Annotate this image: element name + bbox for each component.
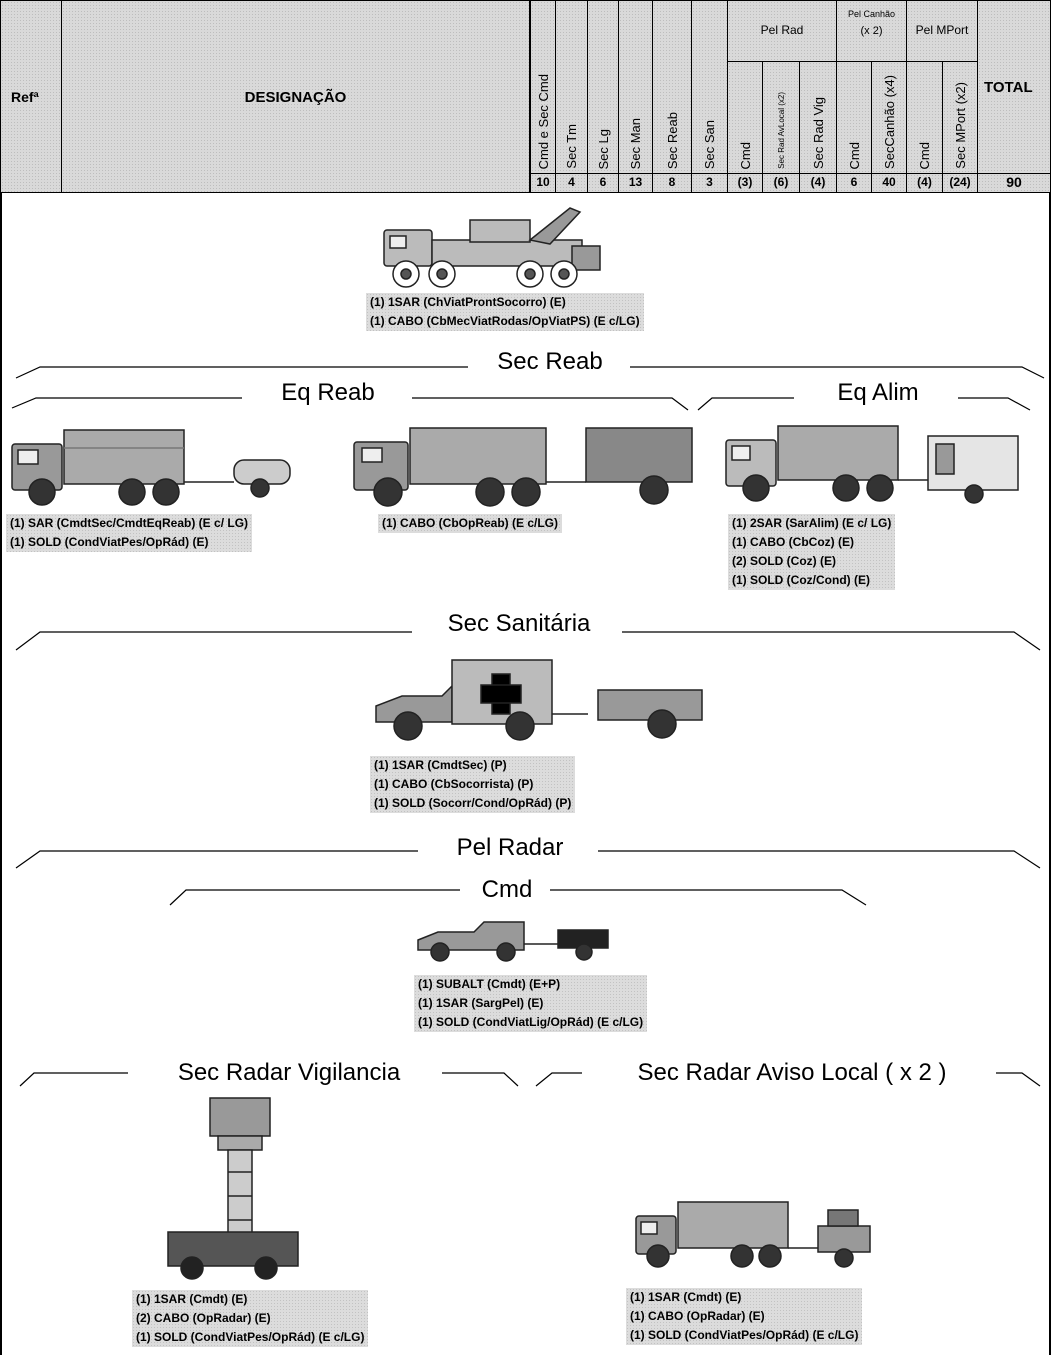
personnel-line: (1) CABO (CbMecViatRodas/OpViatPS) (E c/…: [370, 314, 640, 328]
sec-sanitaria-title: Sec Sanitária: [416, 610, 622, 638]
kitchen-truck-with-trailer-icon: [725, 425, 1019, 504]
column-count: (6): [762, 173, 800, 193]
eq-alim-personnel: (1) 2SAR (SarAlim) (E c/ LG) (1) CABO (C…: [728, 514, 896, 590]
column-count: 3: [691, 173, 728, 193]
personnel-line: (1) 1SAR (CmdtSec) (P): [374, 758, 507, 772]
ambulance-with-trailer-icon: [375, 659, 703, 741]
column-header: Sec MPort (x2): [942, 61, 978, 174]
column-header: Sec Man: [618, 0, 653, 174]
column-header: Cmd e Sec Cmd: [530, 0, 556, 174]
sec-sanitaria-personnel: (1) 1SAR (CmdtSec) (P) (1) CABO (CbSocor…: [370, 756, 576, 813]
group-pel-canhao-label: Pel Canhão: [847, 9, 896, 19]
sec-reab-title: Sec Reab: [472, 348, 628, 376]
personnel-line: (1) CABO (CbSocorrista) (P): [374, 777, 534, 791]
local-warning-radar-truck-icon: [635, 1201, 871, 1268]
column-count: 4: [555, 173, 588, 193]
ref-label: Refª: [11, 89, 39, 105]
total-value: 90: [977, 173, 1051, 193]
personnel-line: (2) CABO (OpRadar) (E): [136, 1311, 271, 1325]
personnel-line: (1) SOLD (CondViatPes/OpRád) (E): [10, 535, 209, 549]
total-label: TOTAL: [984, 79, 1033, 96]
column-count: (24): [942, 173, 978, 193]
group-pel-rad-label: Pel Rad: [760, 23, 804, 37]
sec-radar-vigilancia-title: Sec Radar Vigilancia: [136, 1059, 442, 1087]
eq-reab-right-personnel: (1) CABO (CbOpReab) (E c/LG): [378, 514, 562, 533]
sec-radar-aviso-local-title: Sec Radar Aviso Local ( x 2 ): [588, 1059, 996, 1087]
organization-chart: [0, 192, 1051, 1355]
cmd-personnel: (1) SUBALT (Cmdt) (E+P) (1) 1SAR (SargPe…: [414, 975, 648, 1032]
designation-label: DESIGNAÇÃO: [244, 89, 347, 106]
recovery-vehicle-icon: [383, 207, 601, 288]
total-column-header: TOTAL: [977, 0, 1051, 193]
group-pel-canhao-mult: (x 2): [860, 25, 883, 37]
personnel-line: (1) 2SAR (SarAlim) (E c/ LG): [732, 516, 892, 530]
aviso-personnel: (1) 1SAR (Cmdt) (E) (1) CABO (OpRadar) (…: [626, 1288, 863, 1345]
column-header: Sec Lg: [587, 0, 619, 174]
eq-alim-title: Eq Alim: [800, 379, 956, 407]
group-pel-mport-label: Pel MPort: [915, 23, 969, 37]
vig-personnel: (1) 1SAR (Cmdt) (E) (2) CABO (OpRadar) (…: [132, 1290, 369, 1347]
personnel-line: (1) CABO (OpRadar) (E): [630, 1309, 765, 1323]
column-count: 40: [871, 173, 907, 193]
surveillance-radar-vehicle-icon: [167, 1097, 299, 1280]
column-header: Cmd: [727, 61, 763, 174]
personnel-line: (1) SUBALT (Cmdt) (E+P): [418, 977, 561, 991]
cargo-truck-with-trailer-icon: [353, 427, 693, 507]
personnel-line: (1) 1SAR (Cmdt) (E): [630, 1290, 742, 1304]
column-header: Sec Rad AvLocal (x2): [762, 61, 800, 174]
cmd-title: Cmd: [464, 876, 550, 904]
header-table: Refª DESIGNAÇÃO Pel Rad Pel Canhão (x 2)…: [0, 0, 1051, 193]
personnel-line: (1) SAR (CmdtSec/CmdtEqReab) (E c/ LG): [10, 516, 249, 530]
eq-reab-left-personnel: (1) SAR (CmdtSec/CmdtEqReab) (E c/ LG) (…: [6, 514, 253, 552]
personnel-line: (1) 1SAR (Cmdt) (E): [136, 1292, 248, 1306]
column-count: 6: [836, 173, 872, 193]
personnel-line: (1) SOLD (Socorr/Cond/OpRád) (P): [374, 796, 572, 810]
column-count: 13: [618, 173, 653, 193]
column-count: 8: [652, 173, 692, 193]
column-header: Cmd: [836, 61, 872, 174]
group-pel-mport: Pel MPort: [906, 0, 978, 62]
column-count: (4): [799, 173, 837, 193]
ref-column-header: Refª: [0, 0, 62, 193]
column-count: 6: [587, 173, 619, 193]
designation-column-header: DESIGNAÇÃO: [61, 0, 530, 193]
personnel-line: (1) SOLD (CondViatPes/OpRád) (E c/LG): [136, 1330, 365, 1344]
top-unit-personnel: (1) 1SAR (ChViatProntSocorro) (E) (1) CA…: [366, 293, 644, 331]
personnel-line: (1) SOLD (CondViatLig/OpRád) (E c/LG): [418, 1015, 644, 1029]
column-count: 10: [530, 173, 556, 193]
group-pel-canhao: Pel Canhão (x 2): [836, 0, 907, 62]
column-header: Sec Tm: [555, 0, 588, 174]
eq-reab-title: Eq Reab: [248, 379, 408, 407]
personnel-line: (1) 1SAR (ChViatProntSocorro) (E): [370, 295, 566, 309]
personnel-line: (1) 1SAR (SargPel) (E): [418, 996, 544, 1010]
personnel-line: (1) SOLD (CondViatPes/OpRád) (E c/LG): [630, 1328, 859, 1342]
column-header: Cmd: [906, 61, 943, 174]
personnel-line: (1) CABO (CbCoz) (E): [732, 535, 854, 549]
personnel-line: (2) SOLD (Coz) (E): [732, 554, 836, 568]
light-vehicle-with-trailer-icon: [417, 921, 609, 962]
cargo-truck-with-water-trailer-icon: [11, 429, 291, 506]
pel-radar-title: Pel Radar: [422, 834, 598, 862]
personnel-line: (1) CABO (CbOpReab) (E c/LG): [382, 516, 558, 530]
personnel-line: (1) SOLD (Coz/Cond) (E): [732, 573, 870, 587]
column-header: Sec Rad Vig: [799, 61, 837, 174]
